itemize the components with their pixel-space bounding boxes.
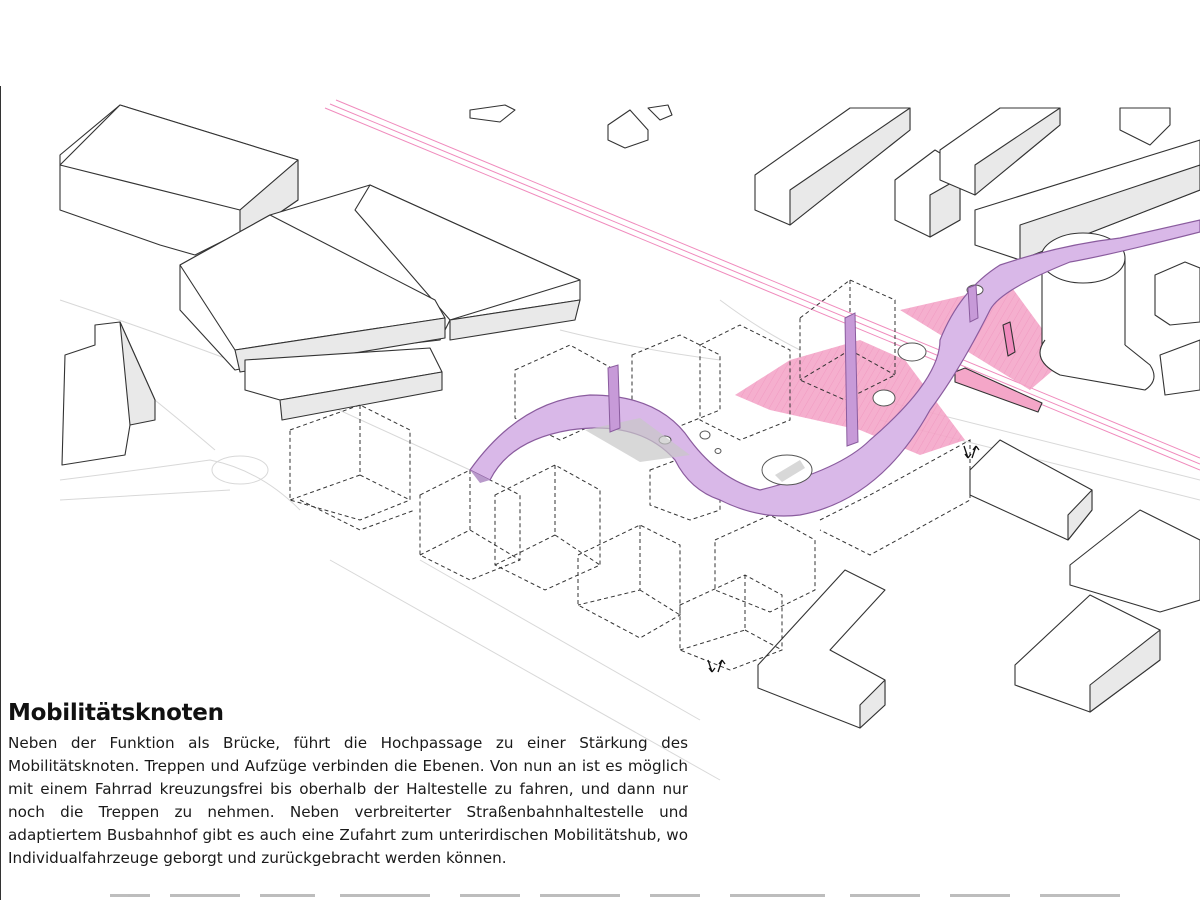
planned-buildings (289, 279, 971, 671)
existing-buildings (59, 104, 1200, 729)
caption-body: Neben der Funktion als Brücke, führt die… (8, 734, 688, 867)
caption-title: Mobilitätsknoten (8, 700, 224, 726)
elevated-bridge (469, 219, 1200, 517)
elevator-towers (607, 284, 979, 447)
caption-block: Mobilitätsknoten Neben der Funktion als … (8, 700, 688, 870)
frame-left-border (0, 86, 1, 900)
railway-tracks (324, 99, 1200, 471)
street-lines (59, 299, 1200, 781)
bleed-through-text (110, 894, 1120, 897)
bidirectional-arrows-icon (707, 445, 980, 673)
